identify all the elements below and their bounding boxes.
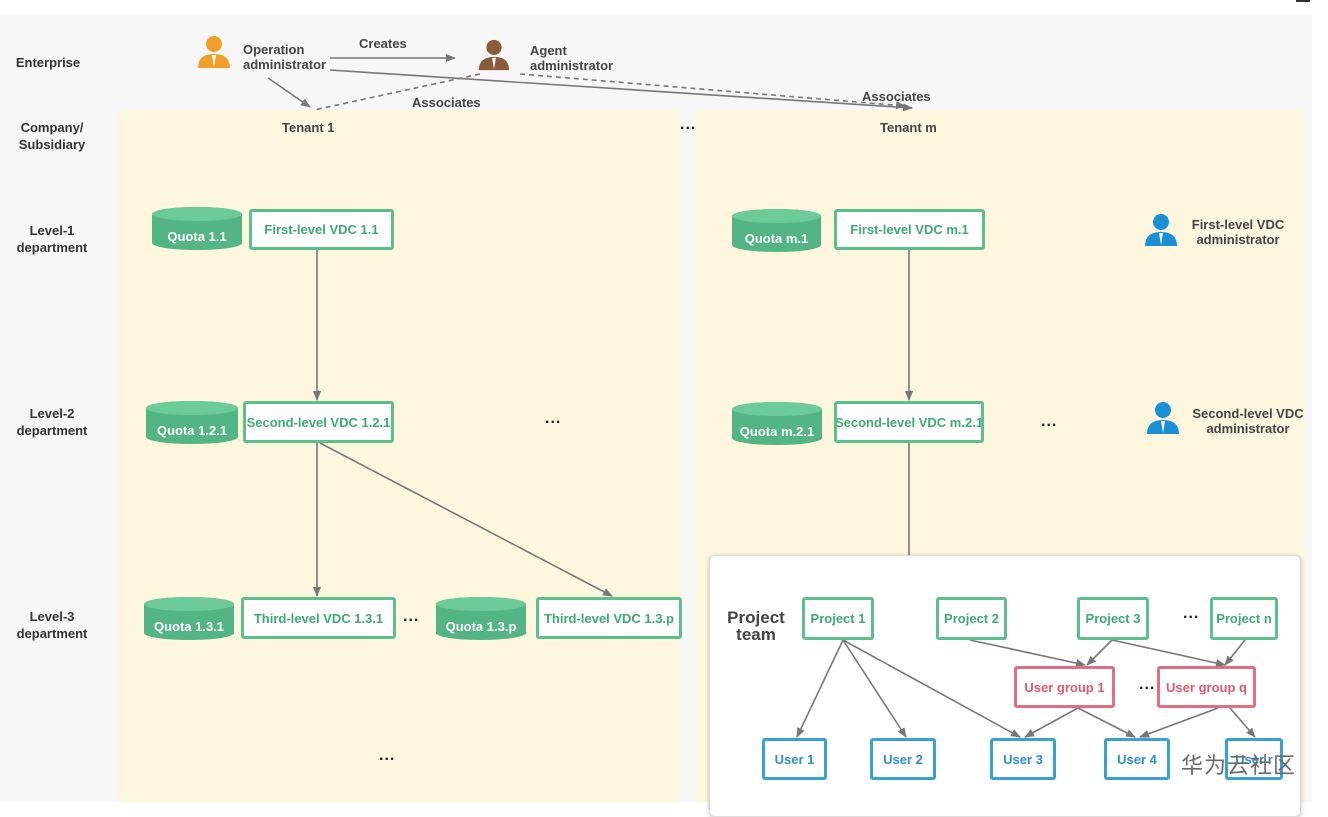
row-label-level2: Level-2 department: [16, 406, 88, 438]
quota-1-3-1-label: Quota 1.3.1: [153, 619, 225, 634]
operation-admin-icon: [196, 34, 232, 75]
user-4[interactable]: User 4: [1104, 738, 1170, 780]
row-label-level1: Level-1 department: [16, 223, 88, 255]
agent-admin-icon: [477, 38, 511, 77]
first-level-admin-icon: [1143, 212, 1179, 253]
agent-to-tenant1-dashed: [313, 73, 481, 111]
op-to-tenantm-arrow: [329, 69, 913, 112]
tenant-1-label: Tenant 1: [282, 120, 335, 135]
quota-1-3-1: Quota 1.3.1: [144, 596, 234, 640]
first-level-admin-label: First-level VDC administrator: [1191, 217, 1285, 247]
user-group-q[interactable]: User group q: [1157, 666, 1256, 708]
quota-1-2-1-label: Quota 1.2.1: [156, 423, 228, 438]
quota-1-3-p: Quota 1.3.p: [436, 596, 526, 640]
watermark-text: 华为云社区: [1181, 753, 1297, 778]
vdc-1-2-1[interactable]: Second-level VDC 1.2.1: [243, 401, 394, 443]
op-to-tenant1-arrow: [267, 77, 311, 108]
associates-label-2: Associates: [862, 89, 931, 104]
tenant-m-label: Tenant m: [880, 120, 937, 135]
quota-m-1: Quota m.1: [732, 208, 821, 252]
project-3[interactable]: Project 3: [1077, 597, 1149, 640]
quota-m-1-label: Quota m.1: [744, 231, 809, 246]
second-level-admin-label: Second-level VDC administrator: [1192, 406, 1304, 436]
corner-mark: [1296, 0, 1310, 2]
vdc-1-3-1[interactable]: Third-level VDC 1.3.1: [241, 597, 396, 639]
level2-ellipsis-1: ...: [545, 410, 562, 427]
row-label-company: Company/ Subsidiary: [18, 120, 86, 152]
associates-label-1: Associates: [412, 95, 481, 110]
project-team-title: Project team: [727, 608, 785, 644]
quota-m-2-1-label: Quota m.2.1: [739, 424, 815, 439]
vdc1-2-1-to-vdc1-3-p-arrow: [319, 442, 613, 597]
project-1[interactable]: Project 1: [802, 597, 874, 640]
quota-m-2-1: Quota m.2.1: [732, 401, 822, 445]
level3-ellipsis-1: ...: [403, 608, 420, 625]
row-label-enterprise: Enterprise: [15, 55, 81, 70]
second-level-admin-icon: [1145, 400, 1181, 441]
user-group-ellipsis: ...: [1139, 676, 1156, 693]
quota-1-1-label: Quota 1.1: [167, 229, 227, 244]
agent-admin-label: Agent administrator: [530, 43, 614, 73]
vdc-m-1[interactable]: First-level VDC m.1: [834, 209, 985, 250]
user-1[interactable]: User 1: [762, 738, 827, 780]
operation-admin-label: Operation administrator: [243, 42, 327, 72]
vdc-1-1[interactable]: First-level VDC 1.1: [249, 209, 394, 250]
vdc-m-2-1[interactable]: Second-level VDC m.2.1: [834, 401, 984, 443]
creates-label: Creates: [359, 36, 407, 51]
quota-1-1: Quota 1.1: [152, 206, 242, 250]
quota-1-3-p-label: Quota 1.3.p: [445, 619, 517, 634]
project-ellipsis: ...: [1183, 605, 1200, 622]
row-label-level3: Level-3 department: [16, 609, 88, 641]
agent-to-tenantm-dashed: [519, 73, 906, 110]
project-2[interactable]: Project 2: [936, 597, 1007, 640]
user-3[interactable]: User 3: [990, 738, 1056, 780]
user-r[interactable]: User r: [1225, 738, 1283, 780]
tenant-ellipsis: ...: [680, 116, 697, 133]
project-n[interactable]: Project n: [1210, 597, 1278, 640]
level2-ellipsis-m: ...: [1041, 413, 1058, 430]
quota-1-2-1: Quota 1.2.1: [146, 400, 238, 444]
bottom-ellipsis: ...: [379, 747, 396, 764]
user-group-1[interactable]: User group 1: [1014, 666, 1115, 708]
vdc-1-3-p[interactable]: Third-level VDC 1.3.p: [536, 597, 682, 639]
user-2[interactable]: User 2: [870, 738, 936, 780]
